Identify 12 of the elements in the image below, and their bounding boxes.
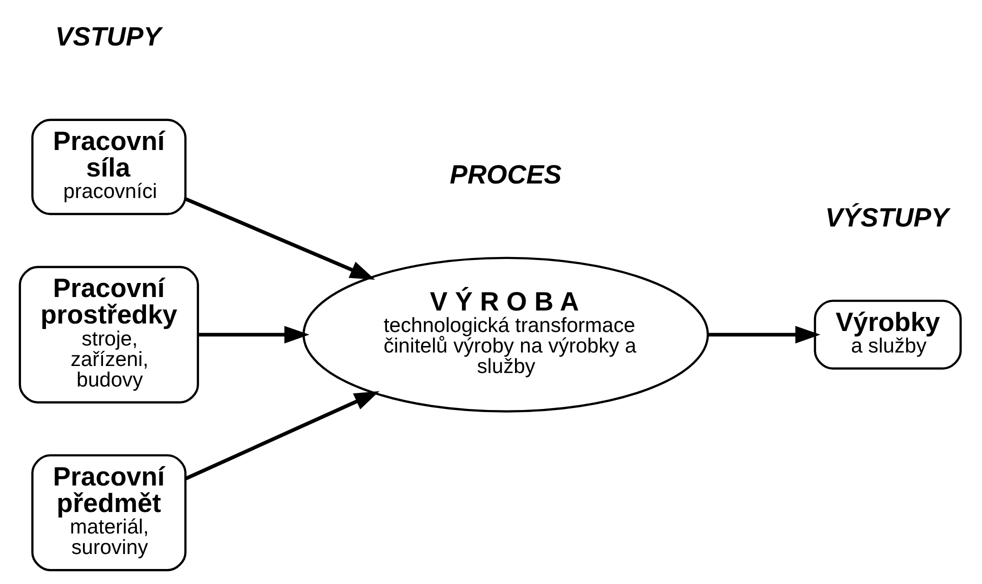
label: PROCES <box>450 160 562 190</box>
label: VÝSTUPY <box>825 202 949 232</box>
node-box: Pracovní předmět materiál, suroviny <box>31 454 187 572</box>
node-box: Pracovní prostředky stroje, zařízeni, budovy <box>18 266 200 404</box>
node-ellipse: V Ý R O B A technologická transformace činitelů výroby na výrobky a služby <box>302 256 709 412</box>
label: VSTUPY <box>55 21 162 52</box>
arrow <box>185 391 380 480</box>
arrow <box>198 326 310 344</box>
node-box: Pracovní síla pracovníci <box>31 118 187 216</box>
arrow <box>708 326 820 344</box>
arrow <box>185 197 376 280</box>
node-box: Výrobky a služby <box>814 300 962 370</box>
